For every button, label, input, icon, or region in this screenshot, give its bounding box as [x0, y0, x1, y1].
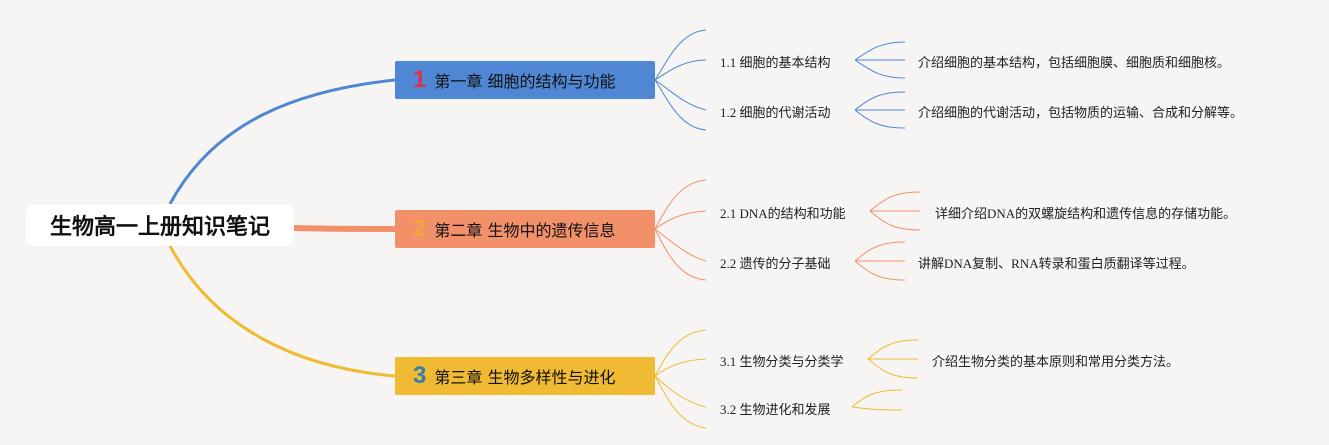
section-2-1-node[interactable]: 2.1 DNA的结构和功能 — [720, 206, 846, 221]
section-3-2-node[interactable]: 3.2 生物进化和发展 — [720, 402, 831, 417]
branch-line-chapter-3 — [168, 245, 396, 378]
chapter-2-node[interactable]: 2 第二章 生物中的遗传信息 — [395, 210, 655, 248]
section-1-2-node[interactable]: 1.2 细胞的代谢活动 — [720, 105, 831, 120]
chapter-1-node[interactable]: 1 第一章 细胞的结构与功能 — [395, 61, 655, 99]
section-3-1-description: 介绍生物分类的基本原则和常用分类方法。 — [932, 354, 1180, 369]
section-2-1-description: 详细介绍DNA的双螺旋结构和遗传信息的存储功能。 — [935, 206, 1237, 221]
section-2-2-node[interactable]: 2.2 遗传的分子基础 — [720, 256, 831, 271]
chapter-3-node[interactable]: 3 第三章 生物多样性与进化 — [395, 357, 655, 395]
chapter-3-number: 3 — [413, 362, 427, 389]
chapter-2-connectors — [654, 179, 921, 281]
chapter-1-number: 1 — [413, 66, 427, 93]
root-node[interactable]: 生物高一上册知识笔记 — [26, 204, 294, 246]
chapter-1-title: 第一章 细胞的结构与功能 — [434, 72, 616, 91]
chapter-2-title: 第二章 生物中的遗传信息 — [434, 221, 616, 240]
section-3-1-node[interactable]: 3.1 生物分类与分类学 — [720, 354, 844, 369]
branch-line-chapter-2 — [293, 225, 396, 232]
branch-line-chapter-1 — [168, 78, 396, 205]
chapter-1-connectors — [654, 29, 906, 131]
section-1-2-description: 介绍细胞的代谢活动，包括物质的运输、合成和分解等。 — [918, 105, 1244, 120]
section-1-1-description: 介绍细胞的基本结构，包括细胞膜、细胞质和细胞核。 — [918, 55, 1231, 70]
section-1-1-node[interactable]: 1.1 细胞的基本结构 — [720, 55, 831, 70]
chapter-2-number: 2 — [413, 215, 427, 242]
chapter-3-title: 第三章 生物多样性与进化 — [434, 368, 616, 387]
chapter-3-connectors — [654, 329, 919, 429]
root-label: 生物高一上册知识笔记 — [49, 215, 270, 240]
section-2-2-description: 讲解DNA复制、RNA转录和蛋白质翻译等过程。 — [918, 256, 1195, 271]
